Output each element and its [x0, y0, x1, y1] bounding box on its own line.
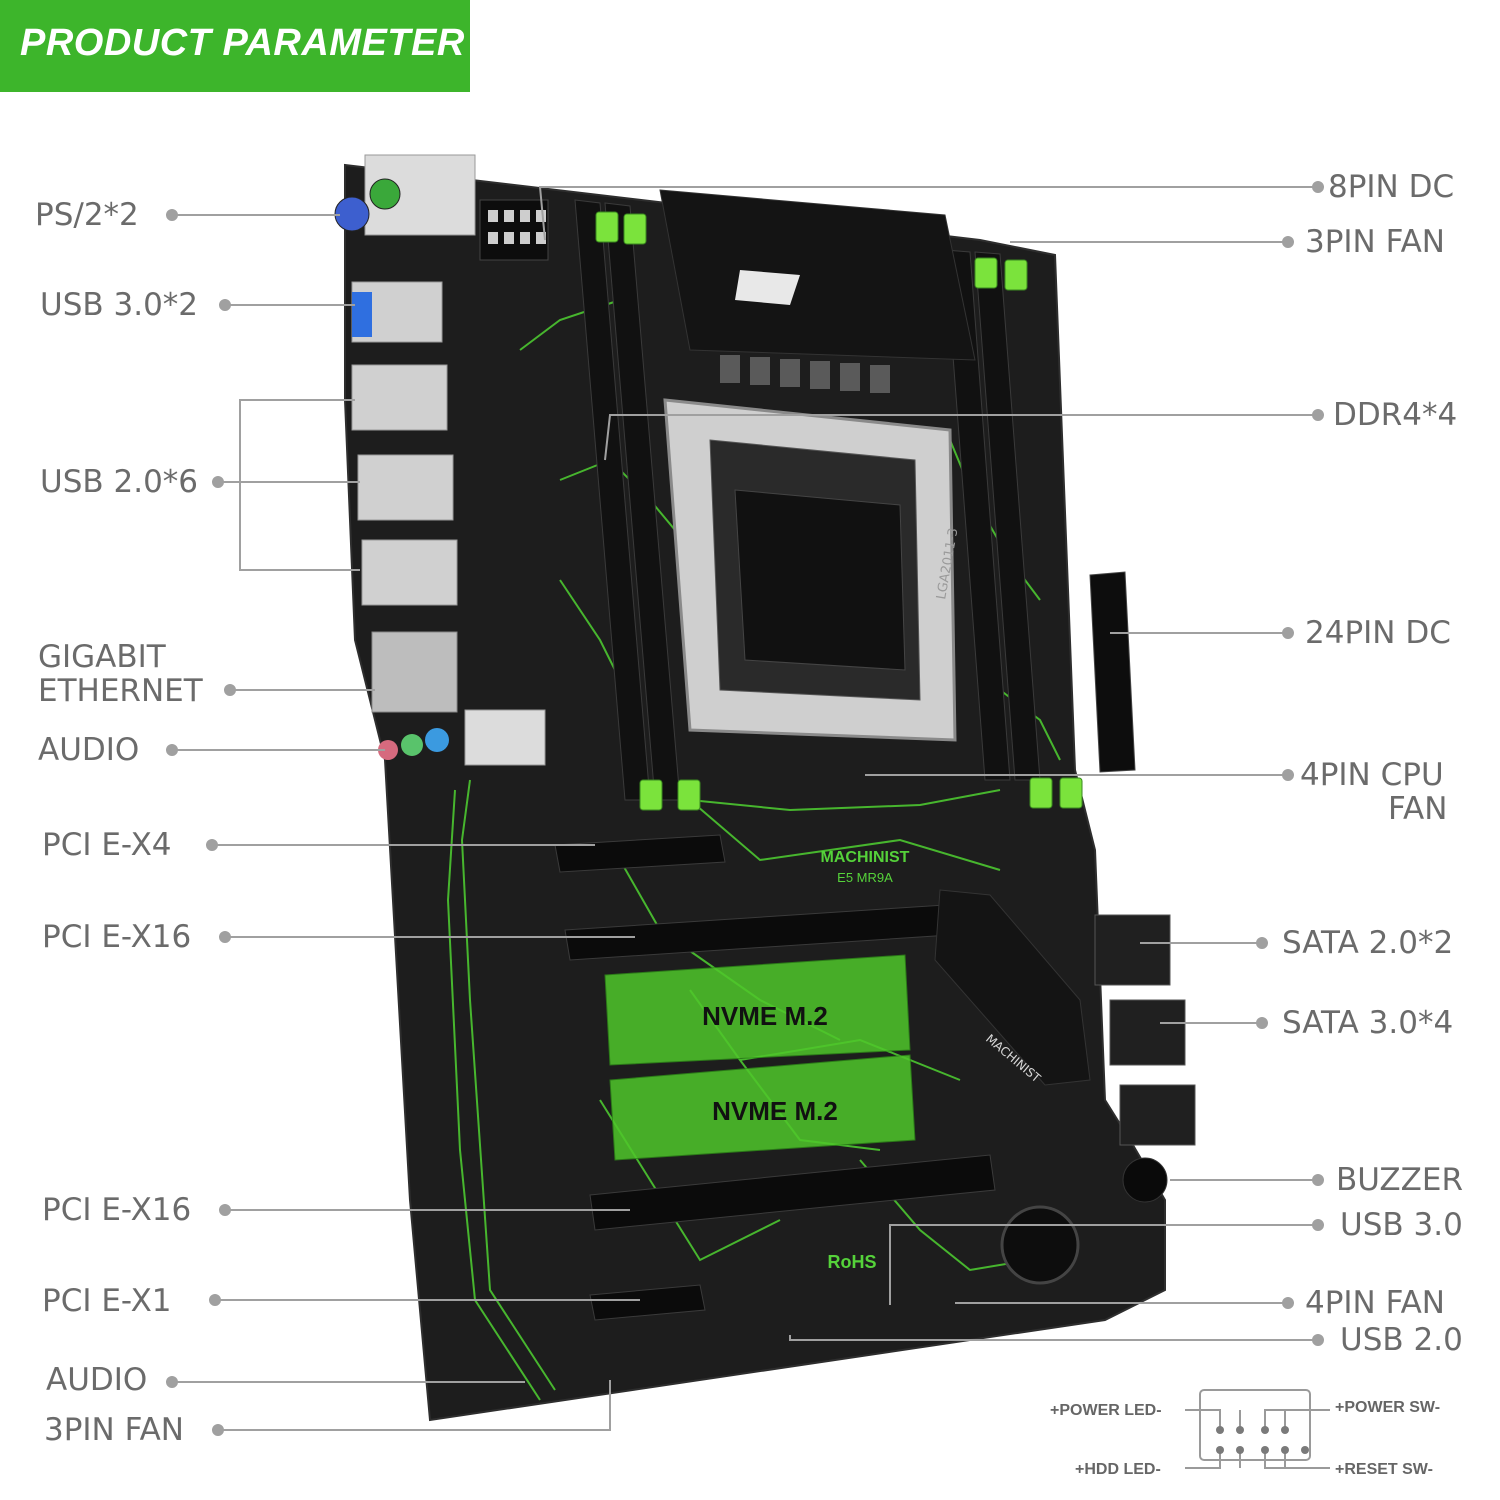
label-buzzer: BUZZER: [1336, 1162, 1464, 1198]
nvme-zone-2: [609, 1054, 916, 1161]
ddr4-slots: [574, 199, 1041, 801]
label-ddr4: DDR4*4: [1333, 397, 1458, 433]
label-4pin-cpu: 4PIN CPU: [1300, 757, 1444, 793]
product-parameter-banner: PRODUCT PARAMETER: [0, 0, 470, 92]
buzzer-part: [1122, 1157, 1168, 1203]
label-usb30-x2: USB 3.0*2: [40, 287, 199, 323]
label-pcie-x4: PCI E-X4: [42, 827, 172, 863]
24pin-dc-connector: [1089, 571, 1136, 773]
label-ps2: PS/2*2: [35, 197, 139, 233]
label-3pin-fan-bottom: 3PIN FAN: [44, 1412, 184, 1448]
nvme-label-2: NVME M.2: [712, 1096, 838, 1126]
label-usb30-internal: USB 3.0: [1340, 1207, 1463, 1243]
label-sata20: SATA 2.0*2: [1282, 925, 1454, 961]
nvme-zone-1: [604, 954, 911, 1066]
sata-ports: [1094, 914, 1196, 1146]
label-usb20-internal: USB 2.0: [1340, 1322, 1463, 1358]
8pin-dc-connector: [479, 199, 549, 261]
label-pcie-x1: PCI E-X1: [42, 1283, 172, 1319]
left-leader-lines: [166, 209, 640, 1436]
label-pcie-x16-top: PCI E-X16: [42, 919, 192, 955]
pin-label-power-sw: +POWER SW-: [1335, 1399, 1441, 1416]
label-cpu-fan: FAN: [1388, 791, 1448, 827]
banner-title: PRODUCT PARAMETER: [20, 22, 465, 64]
right-leader-lines: [538, 181, 1324, 1346]
label-sata30: SATA 3.0*4: [1282, 1005, 1454, 1041]
pin-label-reset-sw: +RESET SW-: [1335, 1461, 1433, 1478]
pcie-slots: [554, 834, 996, 1321]
pin-label-hdd-led: +HDD LED-: [1075, 1461, 1161, 1478]
front-panel-pins: [1216, 1426, 1309, 1454]
label-audio-front: AUDIO: [46, 1362, 148, 1398]
label-audio-rear: AUDIO: [38, 732, 140, 768]
chipset-heatsink: [934, 889, 1091, 1086]
label-pcie-x16-bottom: PCI E-X16: [42, 1192, 192, 1228]
label-ethernet: ETHERNET: [38, 673, 203, 709]
dimm-latches: [595, 211, 1083, 811]
nvme-label-1: NVME M.2: [702, 1001, 828, 1031]
model-label: E5 MR9A: [837, 870, 893, 885]
label-24pin-dc: 24PIN DC: [1305, 615, 1451, 651]
label-8pin-dc: 8PIN DC: [1328, 169, 1455, 205]
brand-logo: MACHINIST: [821, 849, 910, 866]
front-panel-pinout: [1185, 1389, 1330, 1469]
rohs-mark: RoHS: [828, 1252, 877, 1272]
vrm-heatsink: [659, 189, 976, 361]
label-4pin-fan: 4PIN FAN: [1305, 1285, 1445, 1321]
cmos-battery: [1000, 1205, 1080, 1285]
pcb-board: [344, 163, 1166, 1422]
label-3pin-fan-top: 3PIN FAN: [1305, 224, 1445, 260]
label-gigabit: GIGABIT: [38, 639, 166, 675]
pin-label-power-led: +POWER LED-: [1050, 1402, 1162, 1419]
rear-io: [334, 154, 546, 766]
cpu-socket: LGA2011-3: [663, 398, 961, 742]
label-usb20-x6: USB 2.0*6: [40, 464, 199, 500]
